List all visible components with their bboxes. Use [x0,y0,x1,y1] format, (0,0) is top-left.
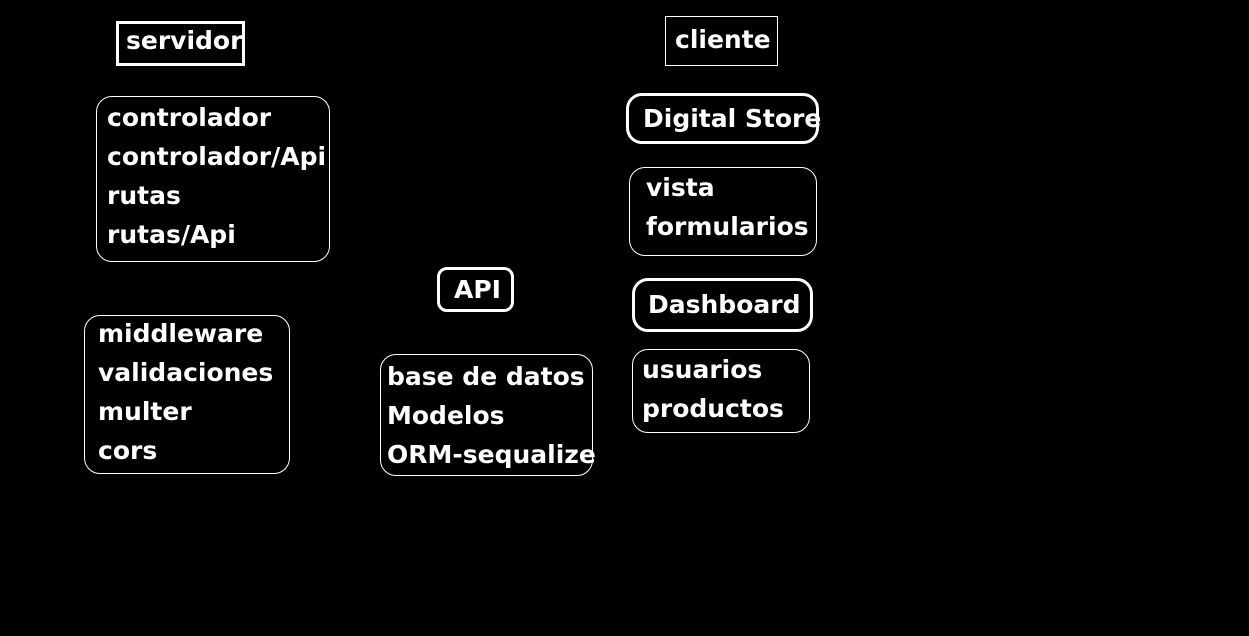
cliente-title-box [665,16,778,66]
api-title-box [437,267,514,312]
dashboard-item-productos: productos [642,394,784,423]
middleware-item-middleware: middleware [98,319,264,348]
middleware-item-multer: multer [98,397,192,426]
api-title: API [454,275,501,304]
servidor-middleware-box [84,315,290,474]
store-item-formularios: formularios [646,212,809,241]
api-database-box [380,354,593,476]
dashboard-title: Dashboard [648,290,801,319]
servidor-routing-box [96,96,330,262]
digital-store-title: Digital Store [643,104,822,133]
database-item-orm: ORM-sequalize [387,440,596,469]
routing-item-rutas-api: rutas/Api [107,220,236,249]
middleware-item-cors: cors [98,436,158,465]
routing-item-controlador: controlador [107,103,272,132]
cliente-title: cliente [675,25,771,54]
routing-item-controlador-api: controlador/Api [107,142,327,171]
middleware-item-validaciones: validaciones [98,358,274,387]
dashboard-item-usuarios: usuarios [642,355,763,384]
digital-store-box [626,93,819,144]
database-item-base-de-datos: base de datos [387,362,585,391]
dashboard-box [632,278,813,332]
servidor-title: servidor [126,26,243,55]
routing-item-rutas: rutas [107,181,181,210]
dashboard-items-box [632,349,810,433]
database-item-modelos: Modelos [387,401,505,430]
servidor-title-box [116,21,245,66]
store-views-box [629,167,817,256]
store-item-vista: vista [646,173,715,202]
